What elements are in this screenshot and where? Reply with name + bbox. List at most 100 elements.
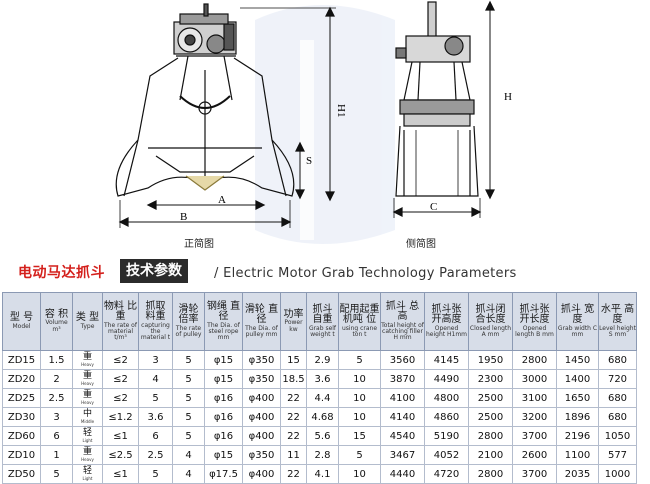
header-en-label: Level height S mm bbox=[599, 324, 636, 338]
cell-pulley-rate: 5 bbox=[172, 426, 205, 446]
header-cn-label: 抓取 料重 bbox=[145, 300, 166, 323]
cell-open-h: 4145 bbox=[424, 350, 469, 370]
title-en: / Electric Motor Grab Technology Paramet… bbox=[214, 266, 517, 281]
header-en-label: The rate of material t/m³ bbox=[104, 321, 137, 342]
cell-pulley-dia: φ350 bbox=[242, 350, 281, 370]
cell-open-len: 3700 bbox=[512, 464, 557, 484]
cell-level-h: 577 bbox=[598, 445, 637, 465]
dim-h1-label: H1 bbox=[335, 104, 347, 117]
header-cn-label: 配用起重 机吨 位 bbox=[339, 303, 380, 326]
cell-pulley-rate: 4 bbox=[172, 464, 205, 484]
cell-pulley-dia: φ400 bbox=[242, 426, 281, 446]
cell-model: ZD15 bbox=[2, 350, 41, 370]
cell-capture: 5 bbox=[138, 464, 173, 484]
type-en-label: Heavy bbox=[81, 362, 94, 367]
header-en-label: Grab self weight t bbox=[308, 324, 337, 338]
cell-power: 22 bbox=[280, 407, 307, 427]
cell-total-h: 4140 bbox=[380, 407, 425, 427]
cell-open-len: 3200 bbox=[512, 407, 557, 427]
header-cn-label: 抓斗 总高 bbox=[385, 300, 420, 323]
cell-level-h: 1000 bbox=[598, 464, 637, 484]
header-cn-label: 水平 高度 bbox=[600, 303, 635, 326]
cell-crane: 10 bbox=[338, 369, 381, 389]
cell-crane: 10 bbox=[338, 464, 381, 484]
dim-h-label: H bbox=[504, 91, 512, 103]
cell-crane: 10 bbox=[338, 407, 381, 427]
cell-width: 1400 bbox=[556, 369, 599, 389]
cell-capture: 5 bbox=[138, 388, 173, 408]
front-view-label: 正简图 bbox=[184, 239, 214, 250]
header-en-label: Total height of catching filler H mm bbox=[381, 321, 424, 342]
header-en-label: The rate of pulley bbox=[175, 324, 202, 338]
cell-open-len: 2600 bbox=[512, 445, 557, 465]
cell-crane: 5 bbox=[338, 350, 381, 370]
cell-capture: 6 bbox=[138, 426, 173, 446]
type-en-label: Light bbox=[82, 476, 93, 481]
cell-volume: 2 bbox=[40, 369, 73, 389]
type-cn-label: 重 bbox=[82, 371, 92, 381]
technical-drawings: H1 S A B H C bbox=[115, 0, 512, 244]
cell-rate: ≤2 bbox=[102, 350, 139, 370]
header-en-label: The Dia. of steel rope mm bbox=[207, 321, 240, 342]
watermark-logo bbox=[255, 5, 395, 244]
header-en-label: Closed length A mm bbox=[469, 324, 512, 338]
header-en-label: Opened length B mm bbox=[515, 324, 554, 338]
cell-total-h: 4100 bbox=[380, 388, 425, 408]
header-cn-label: 抓斗张 开长度 bbox=[519, 303, 550, 326]
cell-weight: 4.68 bbox=[306, 407, 339, 427]
cell-width: 1896 bbox=[556, 407, 599, 427]
cell-open-len: 2800 bbox=[512, 350, 557, 370]
header-cn-label: 滑轮 直径 bbox=[244, 303, 279, 326]
header-en-label: Model bbox=[12, 322, 31, 330]
cell-pulley-rate: 4 bbox=[172, 445, 205, 465]
cell-level-h: 680 bbox=[598, 350, 637, 370]
cell-rope-dia: φ15 bbox=[204, 350, 243, 370]
type-cn-label: 中 bbox=[82, 409, 92, 419]
header-cn-label: 类 型 bbox=[75, 312, 100, 324]
cell-open-len: 3700 bbox=[512, 426, 557, 446]
cell-open-len: 3100 bbox=[512, 388, 557, 408]
cell-width: 2196 bbox=[556, 426, 599, 446]
header-cn-label: 抓斗 自重 bbox=[312, 303, 333, 326]
header-en-label: The Dia. of pulley mm bbox=[245, 324, 278, 338]
type-cn-label: 重 bbox=[82, 390, 92, 400]
cell-level-h: 680 bbox=[598, 407, 637, 427]
type-cn-label: 重 bbox=[82, 447, 92, 457]
dim-b-label: B bbox=[180, 211, 187, 223]
cell-open-h: 4490 bbox=[424, 369, 469, 389]
cell-model: ZD50 bbox=[2, 464, 41, 484]
header-en-label: Power kw bbox=[284, 319, 303, 333]
cell-rope-dia: φ15 bbox=[204, 445, 243, 465]
cell-total-h: 3560 bbox=[380, 350, 425, 370]
cell-rope-dia: φ16 bbox=[204, 426, 243, 446]
header-en-label: Grab width C mm bbox=[557, 324, 598, 338]
cell-open-h: 4860 bbox=[424, 407, 469, 427]
cell-crane: 10 bbox=[338, 388, 381, 408]
type-cn-label: 重 bbox=[82, 352, 92, 362]
cell-pulley-rate: 5 bbox=[172, 369, 205, 389]
header-en-label: capturing the material t bbox=[140, 321, 171, 342]
type-en-label: Heavy bbox=[81, 400, 94, 405]
cell-pulley-dia: φ350 bbox=[242, 445, 281, 465]
type-en-label: Light bbox=[82, 438, 93, 443]
type-cn-label: 轻 bbox=[82, 466, 92, 476]
cell-pulley-dia: φ350 bbox=[242, 369, 281, 389]
cell-volume: 1 bbox=[40, 445, 73, 465]
